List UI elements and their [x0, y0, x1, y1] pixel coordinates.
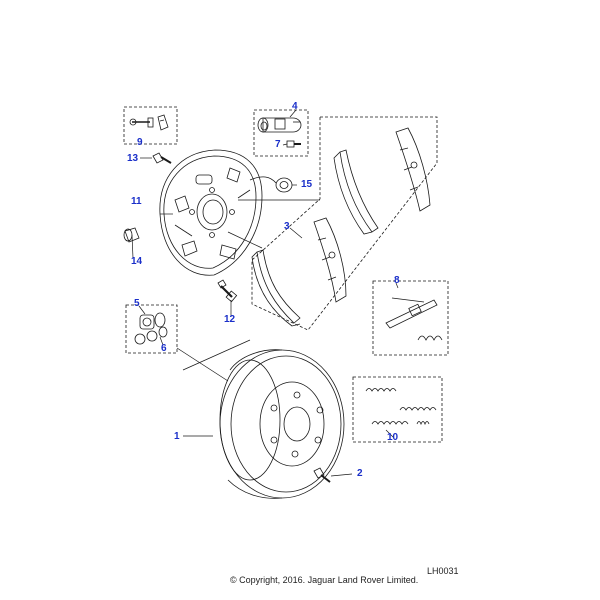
callout-11: 11	[131, 196, 142, 207]
callout-8: 8	[394, 275, 400, 286]
callout-12: 12	[224, 314, 236, 325]
wheel-cylinder-part-4	[257, 117, 302, 133]
group-frame-8	[372, 280, 449, 356]
bolt-and-clip-part-9	[129, 114, 169, 131]
group-frame-10	[352, 376, 443, 443]
callout-9: 9	[137, 137, 143, 148]
grommet-part-15	[275, 177, 293, 193]
callout-1: 1	[174, 431, 180, 442]
seal-kit-part-5-6	[134, 312, 168, 345]
group-frame-4-7	[253, 109, 309, 157]
group-frame-5-6	[125, 304, 178, 354]
group-frame-9	[123, 106, 178, 145]
brake-shoes-upper	[333, 127, 431, 235]
bleed-screw-part-7	[286, 140, 301, 148]
callout-6: 6	[161, 343, 167, 354]
callout-14: 14	[131, 256, 143, 267]
spring-kit-part-10	[365, 388, 437, 426]
callout-13: 13	[127, 153, 139, 164]
group-frame-3-shoes	[251, 116, 438, 331]
callout-4: 4	[292, 101, 298, 112]
grommet-part-14	[123, 227, 140, 243]
adjuster-kit-part-8	[385, 297, 443, 341]
screw-part-2	[313, 467, 331, 483]
callout-3: 3	[284, 221, 290, 232]
brake-shoes-lower	[251, 217, 347, 327]
copyright-notice: © Copyright, 2016. Jaguar Land Rover Lim…	[230, 575, 419, 585]
callout-7: 7	[275, 139, 281, 150]
assembly-connector-lines	[131, 109, 399, 477]
callout-10: 10	[387, 432, 399, 443]
brake-drum-part-1	[219, 349, 345, 499]
backing-plate-part-11	[159, 149, 277, 276]
screw-part-13	[152, 152, 172, 164]
diagram-reference-code: LH0031	[427, 566, 459, 576]
callout-5: 5	[134, 298, 140, 309]
callout-2: 2	[357, 468, 363, 479]
callout-15: 15	[301, 179, 313, 190]
bolt-part-12	[217, 279, 238, 303]
